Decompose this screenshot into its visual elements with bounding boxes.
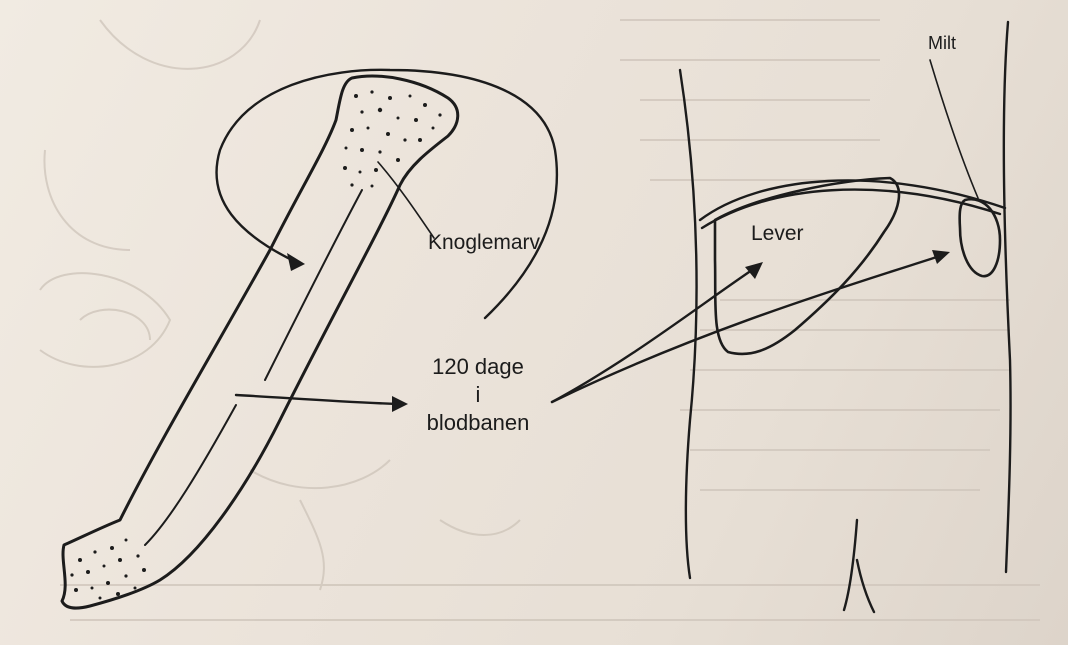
bone: [62, 76, 458, 608]
bone-outline: [62, 76, 458, 608]
bone-marrow-label: Knoglemarv: [428, 231, 540, 255]
arrow-head: [932, 250, 950, 264]
spleen-pointer-line: [930, 60, 978, 198]
marrow-to-blood-arrow: [236, 395, 398, 404]
arrows: [217, 60, 978, 404]
bloodstream-label-line: blodbanen: [398, 409, 558, 437]
arrow-head: [287, 253, 305, 271]
bleed-through: [40, 20, 1040, 620]
liver-outline: [715, 178, 899, 354]
bone-inner-line: [145, 405, 236, 545]
bloodstream-label-line: i: [398, 381, 558, 409]
spleen-outline: [960, 199, 1000, 276]
bloodstream-label-line: 120 dage: [398, 353, 558, 381]
bloodstream-label: 120 dage i blodbanen: [398, 353, 558, 437]
circulation-arc: [217, 70, 557, 318]
torso-left-side: [680, 70, 697, 578]
torso-right-side: [1004, 22, 1011, 572]
arrow-head: [745, 262, 763, 279]
liver-label: Lever: [751, 222, 804, 246]
torso: [680, 22, 1011, 612]
blood-to-liver-arrow: [552, 268, 755, 402]
bone-marrow-speckles: [343, 90, 442, 187]
navel-line: [844, 520, 857, 610]
spleen-label: Milt: [928, 33, 956, 54]
